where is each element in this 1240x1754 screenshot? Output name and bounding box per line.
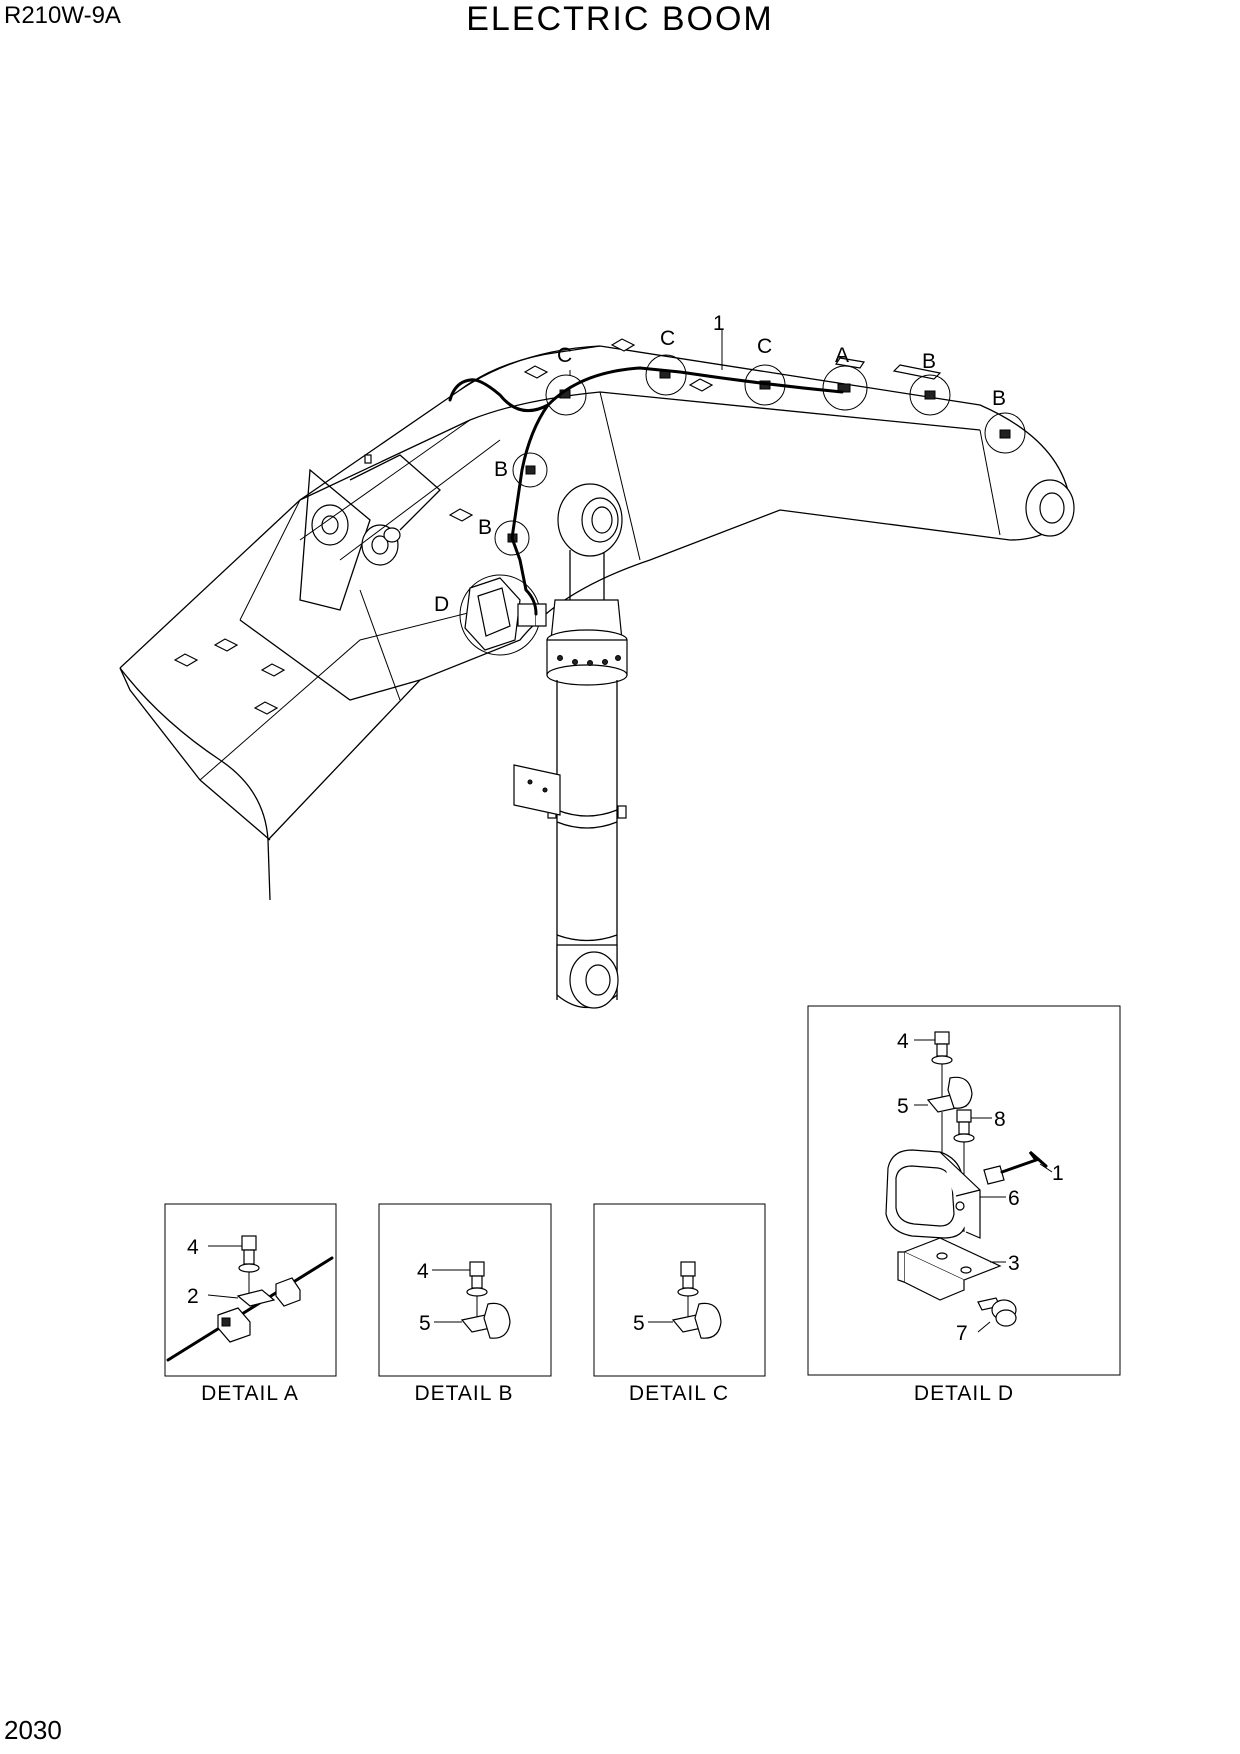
- callout-b3-label: B: [494, 458, 508, 481]
- detail-d-bolt-bottom-label: 7: [956, 1322, 968, 1345]
- detail-c-caption: DETAIL C: [629, 1382, 729, 1405]
- page-title: ELECTRIC BOOM: [466, 0, 774, 38]
- callout-b1-label: B: [922, 350, 936, 373]
- callout-d-label: D: [434, 593, 449, 616]
- callout-wire-label: 1: [713, 312, 725, 335]
- detail-b-clamp-label: 5: [419, 1312, 431, 1335]
- wire-harness-main: [510, 366, 844, 616]
- detail-b-bolt-label: 4: [417, 1260, 429, 1283]
- detail-a-bolt-label: 4: [187, 1236, 199, 1259]
- boom-body: [119, 345, 1075, 901]
- detail-d-bracket-label: 3: [1008, 1252, 1020, 1275]
- model-code: R210W-9A: [4, 2, 121, 29]
- detail-d-clamp-label: 5: [897, 1095, 909, 1118]
- callout-c1-label: C: [557, 344, 572, 367]
- detail-d-lamp-label: 6: [1008, 1187, 1020, 1210]
- boom-work-lamp: [464, 577, 547, 651]
- detail-d-wire-label: 1: [1052, 1162, 1064, 1185]
- detail-d-panel: 4 5 8 1 6 3 7: [807, 1005, 1121, 1376]
- detail-d-caption: DETAIL D: [914, 1382, 1014, 1405]
- detail-c-panel: 5: [593, 1203, 766, 1377]
- detail-b-caption: DETAIL B: [414, 1382, 513, 1405]
- page-number: 2030: [4, 1715, 62, 1745]
- callout-c3-label: C: [757, 335, 772, 358]
- callout-b4-label: B: [478, 516, 492, 539]
- callout-b2-label: B: [992, 387, 1006, 410]
- detail-a-caption: DETAIL A: [201, 1382, 299, 1405]
- detail-a-panel: 4 2: [164, 1203, 337, 1377]
- main-callouts: 1 C C C A B B B B D: [434, 312, 1006, 616]
- detail-a-clip-label: 2: [187, 1285, 199, 1308]
- wire-harness-loop: [448, 378, 550, 413]
- boom-brackets: [173, 338, 942, 715]
- detail-d-bolt-lamp-label: 8: [994, 1108, 1006, 1131]
- boom-cylinder: [513, 483, 628, 1009]
- callout-a-label: A: [835, 344, 849, 367]
- detail-d-bolt-top-label: 4: [897, 1030, 909, 1053]
- detail-c-clamp-label: 5: [633, 1312, 645, 1335]
- detail-b-panel: 4 5: [378, 1203, 552, 1377]
- callout-c2-label: C: [660, 327, 675, 350]
